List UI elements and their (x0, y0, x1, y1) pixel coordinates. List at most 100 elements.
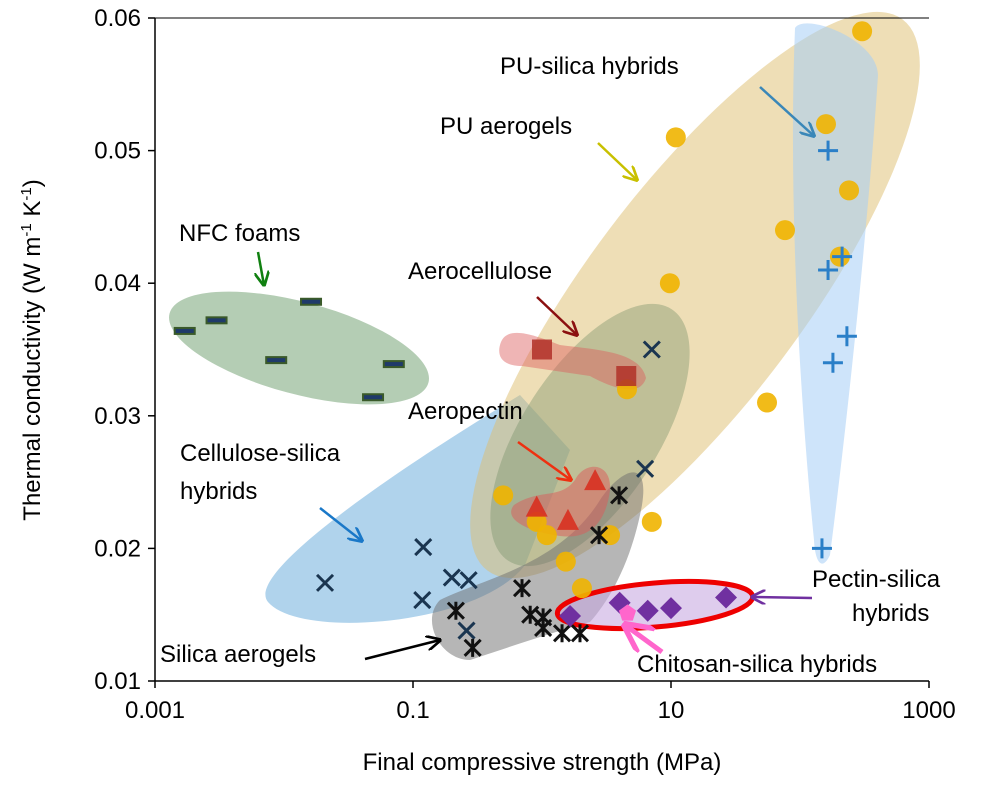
point-pu-aerogels (852, 21, 873, 42)
point-pu-aerogels (815, 114, 836, 135)
series-pu-aerogels (493, 21, 873, 599)
pu-aerogels-region (470, 11, 920, 579)
point-pectin-silica-hybrids (559, 605, 582, 628)
point-pu-aerogels (641, 511, 662, 532)
point-nfc-foams (382, 360, 405, 369)
label-pu-silica: PU-silica hybrids (500, 53, 679, 80)
series-aeropectin (525, 469, 607, 530)
point-silica-aerogels (552, 624, 572, 643)
arrow-nfc (258, 251, 264, 285)
point-pu-silica-hybrids (818, 259, 839, 280)
point-cellulose-silica-hybrids (315, 573, 335, 592)
point-silica-aerogels (534, 618, 553, 638)
point-pu-aerogels (757, 392, 778, 413)
point-cellulose-silica-hybrids (442, 568, 461, 587)
point-chitosan-silica-hybrids (618, 604, 637, 621)
label-cellulose-silica: Cellulose-silica (180, 440, 341, 467)
point-pu-silica-hybrids (832, 246, 853, 267)
y-title-sup: -1 (18, 187, 35, 200)
point-pu-silica-hybrids (822, 352, 843, 373)
label-pectin-silica: Pectin-silica (812, 566, 941, 593)
label-silica: Silica aerogels (160, 641, 316, 668)
axes: 0.001 0.1 10 1000 0.01 0.02 0.03 0.04 0.05 0.06 (94, 5, 955, 724)
point-pectin-silica-hybrids (660, 597, 682, 620)
point-aerocellulose (532, 339, 552, 360)
x-tick-label: 1000 (902, 697, 955, 724)
series-aerocellulose (532, 339, 637, 387)
point-silica-aerogels (610, 486, 629, 505)
label-pu-aerogels: PU aerogels (440, 113, 572, 140)
point-pu-aerogels (493, 485, 514, 506)
series-cellulose-silica-hybrids (315, 340, 661, 640)
x-tick-label: 0.001 (125, 697, 185, 724)
point-aeropectin (556, 508, 579, 530)
point-nfc-foams (362, 393, 385, 402)
nfc-region (169, 291, 429, 405)
point-cellulose-silica-hybrids (414, 538, 433, 557)
arrow-pu-silica (759, 86, 814, 136)
series-silica-aerogels (446, 486, 629, 657)
point-cellulose-silica-hybrids (642, 340, 661, 359)
point-cellulose-silica-hybrids (413, 591, 432, 610)
pu-silica-region (792, 23, 878, 564)
y-tick-label: 0.05 (94, 138, 141, 165)
point-pu-aerogels (774, 220, 795, 241)
y-tick-label: 0.04 (94, 270, 141, 297)
x-axis-title: Final compressive strength (MPa) (363, 749, 722, 776)
point-silica-aerogels (446, 601, 465, 620)
series-pu-silica-hybrids (811, 140, 857, 559)
point-silica-aerogels (570, 624, 590, 643)
x-tick-label: 10 (658, 697, 685, 724)
label-nfc: NFC foams (179, 220, 300, 247)
series-nfc-foams (173, 297, 405, 402)
point-aerocellulose (616, 366, 637, 387)
annotation-labels: PU-silica hybrids PU aerogels NFC foams … (160, 53, 941, 678)
point-nfc-foams (205, 316, 228, 325)
point-aeropectin (525, 495, 548, 517)
point-pu-aerogels (571, 578, 592, 599)
arrow-pu-aerogels (597, 142, 637, 180)
series-pectin-silica-hybrids (559, 586, 738, 628)
point-pu-silica-hybrids (811, 538, 832, 559)
point-nfc-foams (173, 326, 196, 335)
label-cellulose-silica-2: hybrids (180, 478, 257, 505)
point-cellulose-silica-hybrids (459, 571, 478, 590)
y-tick-label: 0.03 (94, 403, 141, 430)
label-pectin-silica-2: hybrids (852, 600, 929, 627)
point-nfc-foams (265, 356, 288, 365)
series-chitosan-silica-hybrids (618, 604, 637, 621)
arrow-pectin-silica (752, 597, 813, 598)
point-pu-aerogels (839, 180, 860, 201)
y-tick-label: 0.01 (94, 668, 141, 695)
point-pu-aerogels (536, 525, 557, 546)
point-cellulose-silica-hybrids (457, 621, 476, 640)
point-pectin-silica-hybrids (715, 586, 738, 609)
y-tick-label: 0.06 (94, 5, 141, 32)
x-tick-label: 0.1 (396, 697, 429, 724)
point-pu-aerogels (555, 551, 576, 572)
y-title-part: Thermal conductivity (W m (19, 237, 46, 521)
point-pu-aerogels (600, 525, 621, 546)
arrow-cellulose-silica (319, 507, 362, 541)
y-title-part: K (19, 201, 46, 224)
y-axis-title: Thermal conductivity (W m-1 K-1) (18, 179, 46, 520)
point-silica-aerogels (590, 526, 609, 545)
y-tick-label: 0.02 (94, 535, 141, 562)
data-markers (173, 21, 873, 657)
point-pu-aerogels (665, 127, 686, 148)
point-pu-aerogels (659, 273, 680, 294)
label-aeropectin: Aeropectin (408, 398, 523, 425)
point-cellulose-silica-hybrids (636, 459, 655, 478)
annotation-arrows (258, 86, 814, 661)
point-aeropectin (584, 469, 607, 491)
y-title-part: ) (19, 179, 46, 187)
region-blobs (169, 11, 920, 660)
label-aerocellulose: Aerocellulose (408, 258, 552, 285)
point-pu-silica-hybrids (818, 140, 839, 161)
arrow-aerocellulose (536, 296, 577, 335)
point-pu-silica-hybrids (836, 326, 857, 347)
arrow-silica (364, 640, 440, 661)
arrow-chitosan (625, 625, 664, 655)
point-nfc-foams (300, 297, 323, 306)
